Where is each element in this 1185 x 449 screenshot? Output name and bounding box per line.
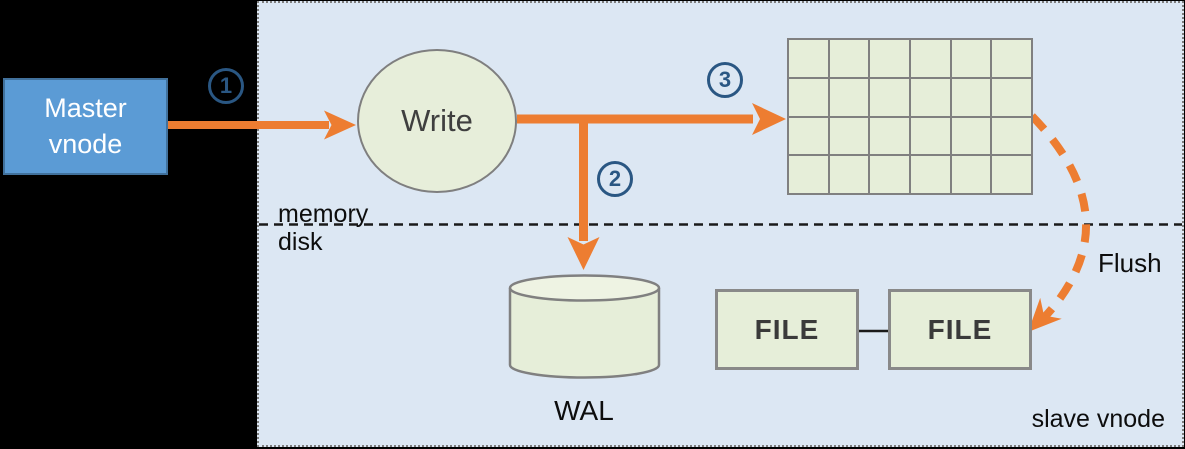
memtable-cell <box>829 117 869 155</box>
memory-layer-label: memory <box>278 200 369 228</box>
disk-layer-label: disk <box>278 228 323 256</box>
memtable-cell <box>789 78 828 116</box>
master-vnode-box: Master vnode <box>3 78 168 175</box>
flush-label: Flush <box>1098 248 1162 278</box>
memtable-cell <box>992 40 1031 77</box>
memtable-cell <box>992 78 1031 116</box>
memtable-cell <box>911 156 950 193</box>
memtable-grid <box>787 38 1033 195</box>
wal-label: WAL <box>554 395 614 426</box>
memtable-cell <box>870 117 909 155</box>
memtable-cell <box>829 156 869 193</box>
memtable-cell <box>951 40 991 77</box>
memtable-cell <box>870 156 909 193</box>
step-3-badge: 3 <box>707 62 743 98</box>
step-2-badge: 2 <box>597 161 633 197</box>
write-node: Write <box>357 49 517 193</box>
memtable-cell <box>870 40 909 77</box>
memtable-cell <box>789 40 828 77</box>
memtable-cell <box>870 78 909 116</box>
memtable-cell <box>829 78 869 116</box>
memtable-cell <box>829 40 869 77</box>
memtable-cell <box>951 117 991 155</box>
memtable-cell <box>951 78 991 116</box>
memtable-cell <box>992 117 1031 155</box>
memtable-cell <box>992 156 1031 193</box>
memtable-cell <box>911 117 950 155</box>
memtable-cell <box>789 156 828 193</box>
file-box-1: FILE <box>715 289 859 370</box>
memtable-cell <box>911 78 950 116</box>
memtable-cell <box>911 40 950 77</box>
step-1-badge: 1 <box>208 68 244 104</box>
memtable-cell <box>789 117 828 155</box>
file-box-2: FILE <box>888 289 1032 370</box>
memtable-cell <box>951 156 991 193</box>
slave-vnode-label: slave vnode <box>1031 405 1165 433</box>
